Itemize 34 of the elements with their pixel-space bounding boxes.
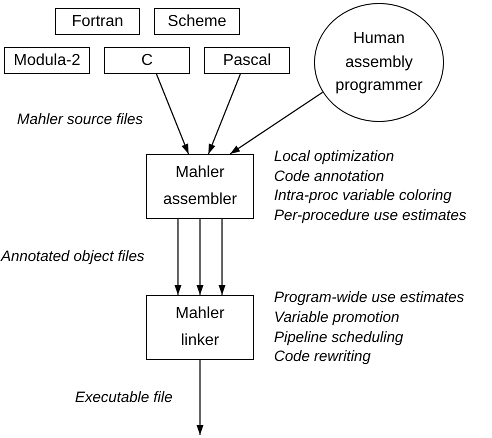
node-label: Human assembly programmer bbox=[334, 29, 424, 96]
arrow bbox=[196, 219, 204, 295]
step-note: Local optimization bbox=[274, 147, 396, 166]
node-label: Mahler linker bbox=[174, 304, 226, 350]
arrow bbox=[156, 74, 190, 154]
process-box bbox=[146, 295, 254, 360]
language-box bbox=[104, 47, 190, 74]
step-note: Program-wide use estimates bbox=[274, 288, 464, 308]
flow-label: Annotated object files bbox=[1, 248, 144, 266]
flow-label: Mahler source files bbox=[17, 111, 143, 129]
step-note: Code annotation bbox=[274, 166, 386, 186]
step-note: Intra-proc variable coloring bbox=[274, 186, 453, 206]
language-box bbox=[204, 47, 290, 74]
language-box bbox=[55, 8, 140, 35]
arrow bbox=[174, 219, 182, 295]
step-note: Code rewriting bbox=[274, 347, 372, 368]
language-box bbox=[154, 8, 240, 35]
node-label: Fortran bbox=[72, 12, 124, 32]
arrow bbox=[230, 92, 324, 154]
step-note: Pipeline scheduling bbox=[274, 328, 404, 348]
arrow bbox=[196, 360, 204, 435]
step-note: Per-procedure use estimates bbox=[274, 206, 466, 225]
arrow bbox=[218, 219, 226, 295]
ellipse-node bbox=[314, 3, 444, 122]
node-label: Mahler assembler bbox=[162, 163, 238, 210]
flow-label: Executable file bbox=[75, 389, 173, 407]
language-box bbox=[4, 47, 90, 74]
process-box bbox=[146, 154, 254, 219]
node-label: Scheme bbox=[168, 12, 226, 32]
node-label: C bbox=[141, 50, 153, 70]
node-label: Modula-2 bbox=[14, 50, 80, 70]
node-label: Pascal bbox=[222, 50, 272, 70]
step-note: Variable promotion bbox=[274, 308, 400, 328]
arrow bbox=[208, 74, 241, 154]
